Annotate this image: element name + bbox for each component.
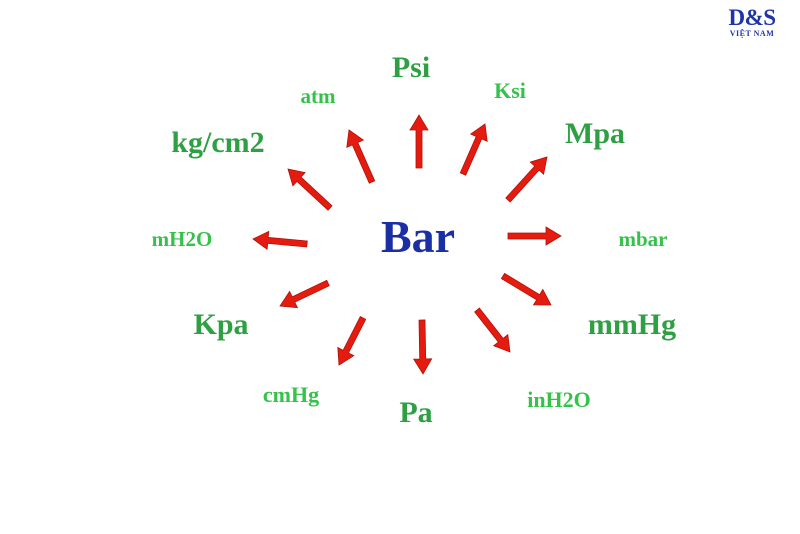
arrow-to-psi [409, 114, 429, 169]
arrow-to-ksi [459, 123, 488, 176]
arrow-to-inh2o [474, 307, 511, 353]
arrows-group [252, 114, 562, 375]
unit-label-kgcm2: kg/cm2 [171, 126, 264, 159]
unit-label-mh2o: mH2O [152, 227, 213, 251]
arrow-to-kgcm2 [287, 168, 333, 211]
unit-label-mbar: mbar [619, 227, 668, 251]
unit-label-kpa: Kpa [193, 308, 248, 341]
arrow-to-cmhg [337, 316, 367, 366]
arrow-to-mh2o [252, 230, 308, 251]
arrow-to-mbar [507, 226, 562, 246]
arrow-to-mmhg [500, 272, 552, 306]
unit-label-ksi: Ksi [494, 78, 526, 103]
unit-label-mpa: Mpa [565, 117, 625, 150]
unit-label-pa: Pa [399, 396, 432, 429]
center-unit-label: Bar [381, 211, 455, 262]
arrow-to-pa [412, 319, 433, 375]
unit-label-atm: atm [301, 84, 336, 108]
arrow-to-mpa [505, 156, 548, 203]
logo-country: VIỆT NAM [729, 29, 775, 38]
logo-brand: D&S [728, 5, 776, 30]
ds-vietnam-logo: D&S VIỆT NAM [722, 6, 782, 38]
unit-label-psi: Psi [392, 51, 430, 84]
unit-label-mmhg: mmHg [588, 308, 676, 341]
arrow-to-atm [346, 129, 376, 184]
unit-label-inh2o: inH2O [527, 387, 591, 412]
arrow-to-kpa [279, 279, 330, 309]
unit-label-cmhg: cmHg [263, 382, 319, 407]
